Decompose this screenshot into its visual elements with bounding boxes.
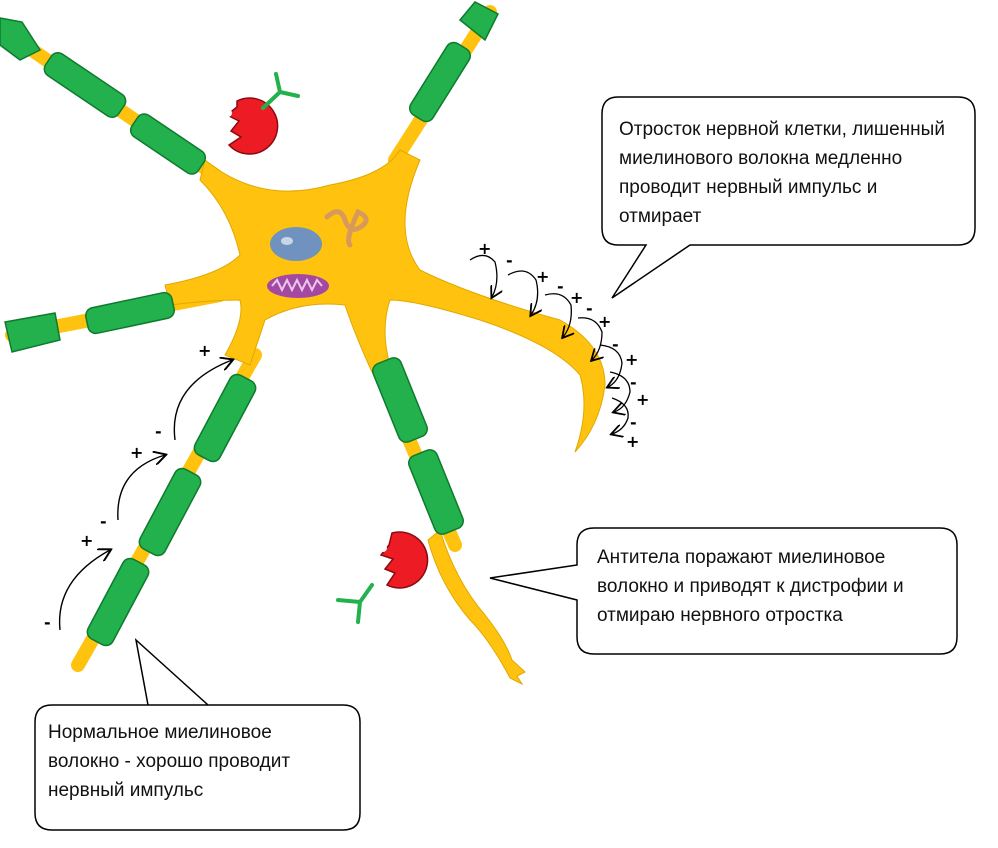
callout-bubble-demyelinated: [601, 96, 976, 299]
cell-body: [164, 149, 606, 453]
myelin-segment: [193, 373, 257, 463]
charge-plus: +: [570, 288, 583, 307]
charge-minus: -: [586, 299, 593, 318]
dying-process-tail: [427, 529, 526, 686]
myelin-endcap: [4, 312, 61, 353]
callout-text-antibodies: Антитела поражают миелиновое волокно и п…: [597, 547, 904, 626]
antibody-icon: [336, 531, 429, 624]
callout-text-demyelinated: Отросток нервной клетки, лишенный миелин…: [619, 119, 945, 227]
saltatory-charges: - + - + - +: [44, 341, 211, 632]
charge-minus: -: [630, 413, 637, 432]
charge-minus: -: [612, 335, 619, 354]
callout-bubble-antibodies: [489, 527, 958, 655]
arrow-icon: [117, 455, 165, 521]
myelin-segment: [408, 41, 472, 123]
golgi-apparatus: [324, 208, 369, 248]
charge-minus: -: [557, 277, 564, 296]
nucleus: [270, 227, 322, 261]
charge-plus: +: [478, 239, 491, 258]
charge-minus: -: [155, 422, 162, 441]
myelin-endcap: [0, 17, 42, 61]
nucleolus: [281, 237, 293, 245]
charge-plus: +: [536, 267, 549, 286]
arrow-icon: [58, 550, 110, 631]
myelin-segment: [84, 291, 176, 335]
myelin-segment: [129, 113, 207, 175]
myelin-sheaths: [0, 1, 500, 647]
charge-plus: +: [598, 312, 611, 331]
slow-conduction-loops: [469, 254, 631, 434]
charge-minus: -: [100, 512, 107, 531]
myelin-segment: [372, 357, 428, 443]
mitochondrion: [267, 274, 329, 298]
charge-plus: +: [80, 531, 93, 550]
slow-conduction-charges: + - + - + - + - + - + - +: [478, 239, 649, 451]
myelin-segment: [86, 557, 150, 647]
charge-plus: +: [625, 350, 638, 369]
saltatory-arrows: [58, 360, 232, 631]
charge-plus: +: [636, 390, 649, 409]
myelin-segment: [138, 467, 202, 557]
charge-minus: -: [630, 373, 637, 392]
charge-plus: +: [198, 341, 211, 360]
myelin-segment: [43, 51, 127, 119]
charge-plus: +: [130, 443, 143, 462]
charge-minus: -: [44, 613, 51, 632]
callout-text-normal: Нормальное миелиновое волокно - хорошо п…: [48, 722, 291, 801]
antibody-icon: [224, 72, 300, 155]
charge-minus: -: [506, 251, 513, 270]
arrow-icon: [173, 360, 232, 441]
myelin-endcap: [458, 1, 500, 42]
callout-bubble-normal: [34, 637, 361, 831]
myelin-segment: [408, 449, 464, 535]
charge-plus: +: [626, 432, 639, 451]
